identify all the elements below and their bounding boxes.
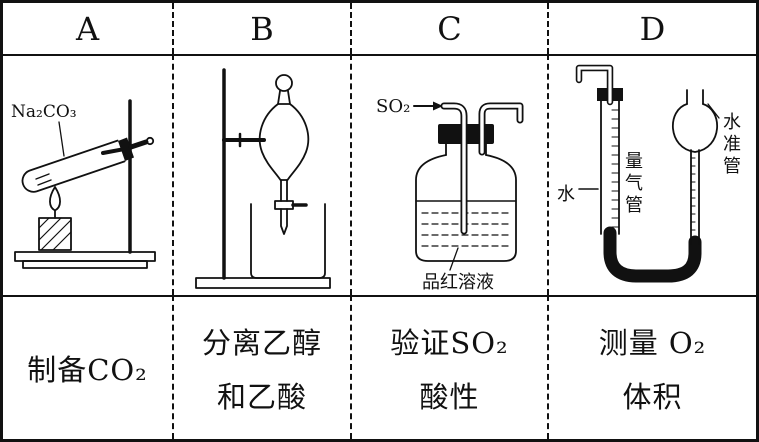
caption-d-line-1: 测量 O₂ xyxy=(598,326,707,360)
fuchsin-solution-label: 品红溶液 xyxy=(422,272,494,293)
caption-cell-a: 制备CO₂ xyxy=(3,295,172,439)
caption-b-line-1: 分离乙醇 xyxy=(201,326,322,360)
diagram-cell-a: Na₂CO₃ xyxy=(3,54,172,295)
column-header-a: A xyxy=(75,9,100,48)
so2-arrow-icon xyxy=(413,101,443,111)
leveling-tube xyxy=(690,149,700,245)
caption-b-line-2: 和乙酸 xyxy=(216,380,307,414)
outlet-tube xyxy=(478,102,524,156)
delivery-tube xyxy=(575,64,614,106)
gas-tube-label: 量气管 xyxy=(622,151,643,217)
caption-c-line-2: 酸性 xyxy=(419,380,480,414)
co2-generation-apparatus-icon xyxy=(14,99,156,269)
test-tube xyxy=(21,136,155,193)
caption-cell-b: 分离乙醇 和乙酸 xyxy=(172,295,350,439)
leveling-bulb xyxy=(672,89,718,153)
solution-leader-line xyxy=(449,247,459,271)
caption-d-line-2: 体积 xyxy=(622,380,683,414)
column-header-d: D xyxy=(639,9,666,48)
column-header-b: B xyxy=(250,9,274,48)
header-cell-c: C xyxy=(350,3,547,54)
caption-c-line-1: 验证SO₂ xyxy=(390,326,509,360)
inlet-tube xyxy=(440,102,468,235)
leveling-leader-line xyxy=(707,103,720,119)
water-label: 水 xyxy=(557,184,575,205)
diagram-cell-b xyxy=(172,54,350,295)
iron-stand xyxy=(14,99,156,269)
column-header-c: C xyxy=(437,9,462,48)
leveling-tube-label: 水准管 xyxy=(720,112,741,178)
separation-apparatus-icon xyxy=(195,68,331,289)
caption-cell-d: 测量 O₂ 体积 xyxy=(547,295,756,439)
so2-label: SO₂ xyxy=(376,96,411,117)
iron-stand xyxy=(195,68,331,289)
caption-a-line-1: 制备CO₂ xyxy=(27,353,148,387)
header-cell-d: D xyxy=(547,3,756,54)
header-cell-a: A xyxy=(3,3,172,54)
diagram-cell-c: SO₂ 品红溶液 xyxy=(350,54,547,295)
diagram-cell-d: 水 量气管 水准管 xyxy=(547,54,756,295)
alcohol-lamp xyxy=(38,186,72,251)
na2co3-label: Na₂CO₃ xyxy=(11,102,77,122)
connecting-rubber-tube xyxy=(603,226,702,283)
beaker xyxy=(250,203,326,279)
header-cell-b: B xyxy=(172,3,350,54)
gas-measuring-tube xyxy=(600,100,620,235)
caption-cell-c: 验证SO₂ 酸性 xyxy=(350,295,547,439)
reagent-leader-line xyxy=(58,121,65,157)
gas-washing-bottle-icon xyxy=(413,101,524,271)
separating-funnel xyxy=(258,74,310,235)
gas-volume-measuring-icon xyxy=(575,64,720,283)
